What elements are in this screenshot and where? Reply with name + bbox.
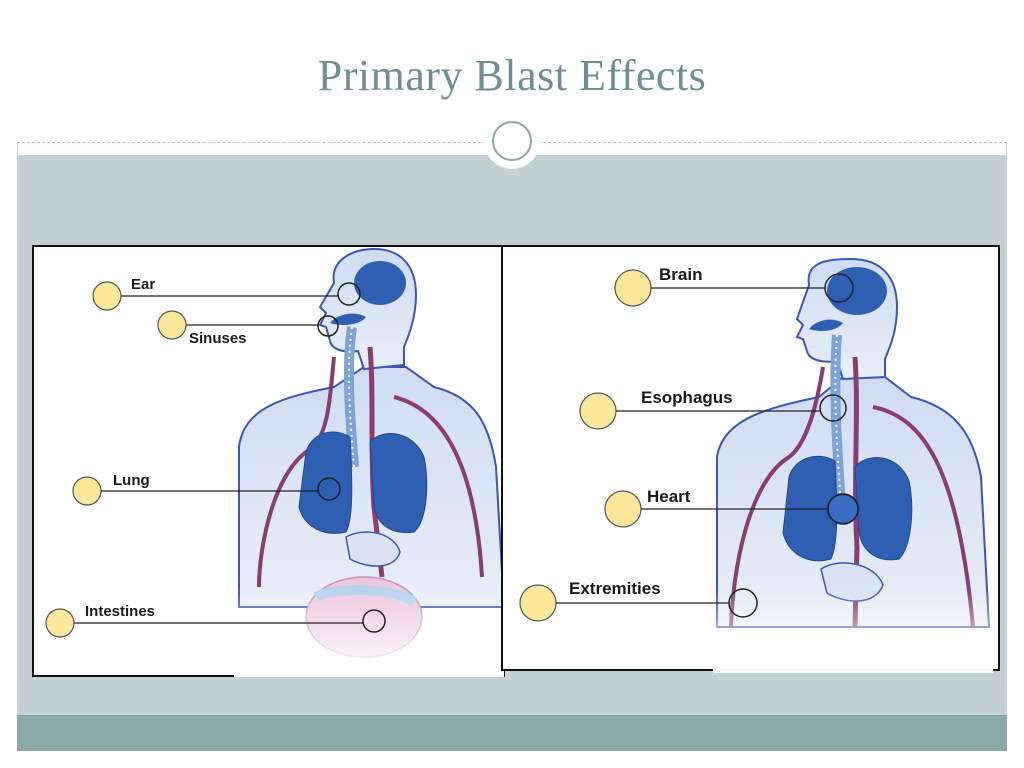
left-anatomy-illustration: Ear Sinuses Lung Intestines: [45, 247, 506, 677]
heart-label: Heart: [647, 487, 691, 506]
ear-label: Ear: [131, 276, 155, 293]
right-anatomy-panel: Brain Esophagus Heart Extremities: [501, 245, 1000, 673]
intestines-target-ring: [362, 609, 386, 633]
left-anatomy-panel: Ear Sinuses Lung Intestines: [32, 245, 506, 677]
brain-marker-icon: [614, 269, 652, 307]
extremities-target-ring: [728, 588, 758, 618]
lung-marker-icon: [72, 476, 102, 506]
ear-marker-icon: [92, 281, 122, 311]
lung-target-ring: [317, 477, 341, 501]
esophagus-label: Esophagus: [641, 388, 733, 407]
brain-target-ring: [824, 273, 854, 303]
lung-label: Lung: [113, 472, 150, 489]
circle-ornament-icon: [484, 113, 540, 169]
brain-label: Brain: [659, 265, 702, 284]
ear-target-ring: [337, 282, 361, 306]
esophagus-target-ring: [819, 394, 847, 422]
slide-title: Primary Blast Effects: [317, 51, 707, 100]
extremities-marker-icon: [519, 584, 557, 622]
intestines-marker-icon: [45, 608, 75, 638]
extremities-label: Extremities: [569, 579, 661, 598]
body-figure: [713, 257, 993, 673]
heart-target-ring: [827, 493, 859, 525]
sinuses-marker-icon: [157, 310, 187, 340]
sinuses-target-ring: [317, 315, 339, 337]
intestines-label: Intestines: [85, 603, 155, 620]
right-anatomy-illustration: Brain Esophagus Heart Extremities: [519, 257, 993, 673]
esophagus-marker-icon: [579, 392, 617, 430]
footer-bar: [17, 715, 1007, 751]
sinuses-label: Sinuses: [189, 330, 247, 347]
body-figure: [234, 247, 506, 677]
heart-marker-icon: [604, 490, 642, 528]
